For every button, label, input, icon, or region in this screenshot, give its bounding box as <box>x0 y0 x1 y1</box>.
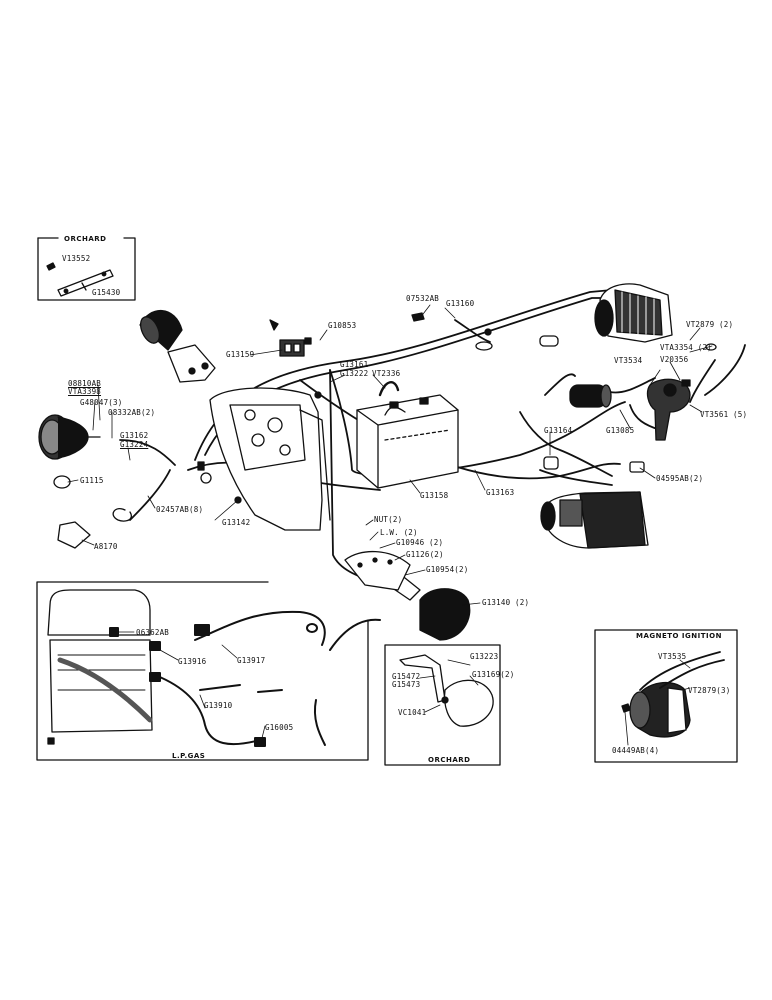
part-label: 04449AB(4) <box>612 746 660 755</box>
part-label: G13916 <box>178 657 207 666</box>
part-label: VT3534 <box>614 356 643 365</box>
lp-gas-battery <box>47 589 153 745</box>
leader-lines <box>67 304 713 606</box>
starter-motor <box>540 491 649 549</box>
part-label: G10853 <box>328 321 357 330</box>
lp-gas-cables <box>109 610 381 747</box>
orchard-inset-top-frame <box>37 237 136 301</box>
part-label: 08810AB <box>68 379 102 388</box>
part-label: G13160 <box>446 299 475 308</box>
part-label: G13163 <box>486 488 515 497</box>
part-label: VC1041 <box>398 708 427 717</box>
part-label: G15472 <box>392 672 421 681</box>
instrument-panel <box>209 387 331 531</box>
lamp-bracket <box>344 550 411 591</box>
part-label: G13159 <box>226 350 255 359</box>
part-label: G13140 (2) <box>482 598 530 607</box>
lp-gas-inset-frame <box>36 581 369 761</box>
part-label: VT3535 <box>658 652 687 661</box>
part-label: G13162 <box>120 431 149 440</box>
part-label: A8170 <box>94 542 118 551</box>
distributor <box>646 378 691 441</box>
part-label: G1126(2) <box>406 550 444 559</box>
part-label: G13917 <box>237 656 266 665</box>
part-label: G13085 <box>606 426 635 435</box>
part-label: VTA3398 <box>68 387 102 396</box>
part-label: 08332AB(2) <box>108 408 156 417</box>
lp-gas-leader-lines <box>117 631 266 739</box>
orchard-inset-bottom-frame <box>384 644 501 766</box>
orchard-bracket <box>46 262 114 297</box>
orchard-bottom-lamp <box>399 654 494 727</box>
part-label: VT2879(3) <box>688 686 731 695</box>
magneto <box>621 651 725 746</box>
part-label: G13910 <box>204 701 233 710</box>
small-parts <box>53 312 717 549</box>
part-label: G10954(2) <box>426 565 469 574</box>
part-label: G10946 (2) <box>396 538 444 547</box>
lp-gas-title: L.P.GAS <box>172 752 206 760</box>
orchard-top-title: ORCHARD <box>64 235 107 243</box>
part-label: G13164 <box>544 426 573 435</box>
switch-block <box>279 339 305 357</box>
part-label: VTA3354 (2) <box>660 343 712 352</box>
part-label: G1115 <box>80 476 104 485</box>
generator <box>594 283 673 343</box>
magneto-inset-frame <box>594 629 738 763</box>
part-label: G15473 <box>392 680 421 689</box>
part-label: V20356 <box>660 355 689 364</box>
part-label: 07532AB <box>406 294 440 303</box>
part-label: 06362AB <box>136 628 170 637</box>
part-label: VT2336 <box>372 369 401 378</box>
part-label: VT2879 (2) <box>686 320 734 329</box>
part-label: G13169(2) <box>472 670 515 679</box>
part-label: L.W. (2) <box>380 528 418 537</box>
part-label: G13161 <box>340 360 369 369</box>
part-label: 04595AB(2) <box>656 474 704 483</box>
part-label: G15430 <box>92 288 121 297</box>
battery <box>356 381 459 489</box>
headlamp-left <box>38 414 101 460</box>
part-label: G13223 <box>470 652 499 661</box>
part-label: NUT(2) <box>374 515 403 524</box>
part-label: 02457AB(8) <box>156 505 204 514</box>
part-label: G16005 <box>265 723 294 732</box>
part-label: VT3561 (5) <box>700 410 748 419</box>
orchard-bottom-title: ORCHARD <box>428 756 471 764</box>
part-label: G13158 <box>420 491 449 500</box>
ignition-coil <box>569 384 612 408</box>
part-label: G48047(3) <box>80 398 123 407</box>
part-label: G13222 <box>340 369 369 378</box>
part-label: G13142 <box>222 518 251 527</box>
lamp-top-left <box>139 309 216 383</box>
part-label: V13552 <box>62 254 91 263</box>
part-label: G13224 <box>120 440 149 449</box>
magneto-title: MAGNETO IGNITION <box>636 632 722 640</box>
